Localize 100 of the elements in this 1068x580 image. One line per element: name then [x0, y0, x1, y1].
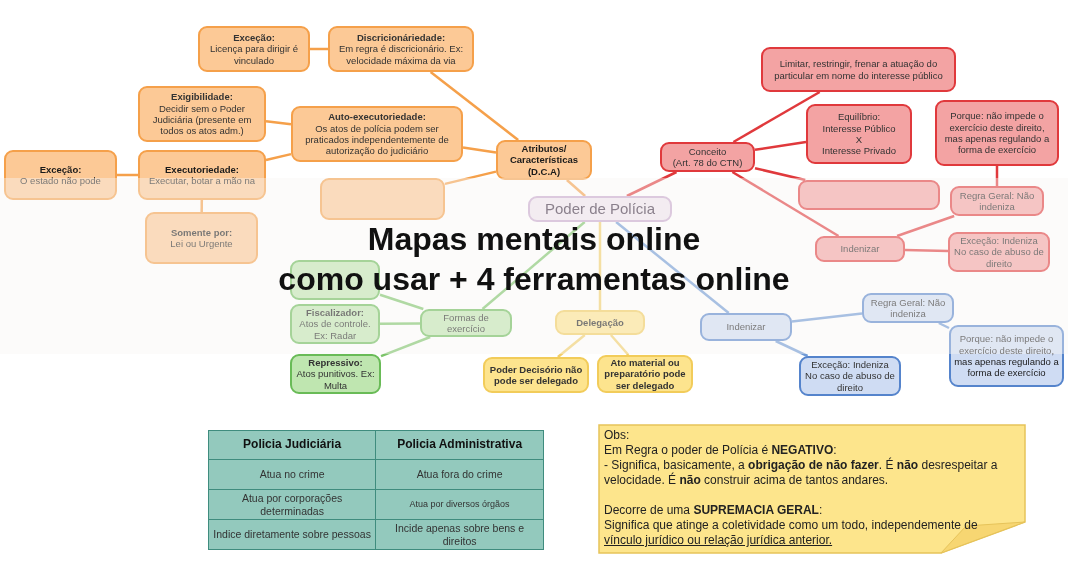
node-heading: Repressivo: — [308, 356, 363, 369]
node-heading: Auto-executoriedade: — [328, 111, 426, 123]
node-heading: Discricionáriedade: — [356, 31, 446, 44]
note-text: Obs: — [604, 428, 630, 443]
node-text: Os atos de polícia podem ser praticados independentemente de autorização do judiciário — [304, 122, 450, 157]
connector-line — [754, 140, 807, 152]
connector-line — [380, 335, 431, 358]
node-text: Regra Geral: Não indeniza — [869, 296, 947, 320]
table-cell: Atua fora do crime — [375, 459, 544, 490]
mind-map-node — [145, 212, 258, 264]
connector-line — [265, 152, 292, 162]
table-header-cell: Policia Administrativa — [375, 430, 544, 460]
empty-box — [798, 180, 940, 210]
table-cell: Atua por diversos órgãos — [375, 489, 544, 520]
node-text: Poder Decisório não pode ser delegado — [488, 363, 584, 387]
mind-map-node — [935, 100, 1059, 166]
connector-line — [731, 170, 840, 238]
mind-map-node — [4, 150, 117, 200]
banner-subtitle: como usar + 4 ferramentas online — [278, 262, 790, 296]
mind-map-node — [806, 104, 912, 164]
note-text: - Significa, basicamente, a obrigação de não fazer. É não desrespeitar a velocidade. É não construir acima de tantos andares. — [604, 458, 999, 488]
node-text: Lei ou Urgente — [170, 238, 233, 250]
node-text: Executar, botar a mão na — [148, 175, 256, 187]
mind-map-node — [660, 142, 755, 172]
table-header-cell: Policia Judiciária — [208, 430, 376, 460]
node-text: (Art. 78 do CTN) — [672, 157, 743, 169]
connector-line — [609, 334, 630, 356]
node-text: Regra Geral: Não indeniza — [958, 189, 1036, 213]
mind-map-node — [483, 357, 589, 393]
node-text: Atributos/ Características (D.C.A) — [508, 142, 580, 178]
node-heading: Fiscalizador: — [305, 306, 365, 319]
node-text: Indenizar — [726, 321, 766, 333]
mind-map-node — [198, 26, 310, 72]
node-text: Delegação — [576, 316, 624, 329]
node-text: Ato material ou preparatório pode ser delegado — [603, 356, 687, 392]
table-cell: Atua no crime — [208, 459, 376, 490]
connector-line — [380, 322, 420, 325]
node-heading: Exigibilidade: — [171, 91, 233, 103]
node-text: Atos punitivos. Ex: Multa — [295, 368, 376, 392]
node-heading: Exceção: — [233, 31, 275, 44]
mind-map-node — [700, 313, 792, 341]
mind-map-node — [290, 304, 380, 344]
empty-box — [320, 178, 445, 220]
node-text: Porque: não impede o exercício deste direito, mas apenas regulando a forma de exercício — [943, 110, 1051, 156]
connector-line — [938, 321, 950, 330]
node-text: X — [855, 134, 863, 146]
table-cell: Incide apenas sobre bens e direitos — [375, 519, 544, 550]
node-text: Interesse Público — [822, 122, 896, 134]
connector-line — [598, 222, 602, 310]
node-text: Formas de exercício — [442, 311, 490, 335]
connector-line — [481, 221, 586, 310]
mind-map-node — [291, 106, 463, 162]
node-text: Decidir sem o Poder Judiciária (presente em todos os atos adm.) — [151, 102, 253, 137]
node-text: Em regra é discricionário. Ex: velocidade máxima da via — [337, 43, 465, 67]
connector-line — [732, 90, 821, 144]
node-text: O estado não pode — [20, 175, 101, 187]
note-text: Em Regra o poder de Polícia é NEGATIVO: — [604, 443, 837, 458]
node-text: Atos de controle. Ex: Radar — [298, 318, 372, 342]
mind-map-node — [138, 150, 266, 200]
node-heading: Exceção: — [39, 163, 82, 175]
mind-map-node — [555, 310, 645, 335]
node-text: Indenizar — [840, 243, 880, 255]
node-text: Interesse Privado — [822, 145, 896, 157]
node-heading: Somente por: — [170, 226, 233, 238]
connector-line — [462, 146, 497, 154]
connector-line — [566, 179, 586, 197]
note-text: Decorre de uma SUPREMACIA GERAL: — [604, 503, 823, 518]
node-text: Licença para dirigir é vinculado — [208, 43, 300, 67]
connector-line — [995, 166, 999, 186]
node-text: Limitar, restringir, frenar a atuação do particular em nome do interesse público — [773, 58, 944, 81]
connector-line — [626, 170, 678, 198]
mind-map-node — [138, 86, 266, 142]
node-text: Equilíbrio: — [837, 111, 881, 123]
connector-line — [775, 339, 809, 358]
connector-line — [896, 214, 955, 238]
connector-line — [200, 200, 204, 212]
connector-line — [444, 170, 497, 186]
mind-map-node — [420, 309, 512, 337]
mind-map-node — [597, 355, 693, 393]
node-text: Porque: não impede o exercício deste direito, mas apenas regulando a forma de exercício — [954, 333, 1059, 379]
mind-map-node — [949, 325, 1064, 387]
connector-line — [904, 248, 949, 253]
connector-line — [615, 221, 730, 314]
table-cell: Indice diretamente sobre pessoas — [208, 519, 376, 550]
sticky-note — [598, 424, 1026, 554]
mind-map-node — [815, 236, 905, 262]
central-topic-box — [528, 196, 672, 222]
mind-map-node — [328, 26, 474, 72]
connector-line — [117, 173, 138, 177]
connector-line — [379, 293, 424, 311]
mind-map-node — [950, 186, 1044, 216]
mind-map-node — [761, 47, 956, 92]
connector-line — [265, 120, 292, 126]
mind-map-node — [290, 354, 381, 394]
node-text: Exceção: Indeniza No caso de abuso de direito — [953, 234, 1045, 270]
node-text: Poder de Polícia — [544, 200, 656, 218]
node-text: Exceção: Indeniza No caso de abuso de direito — [804, 358, 896, 394]
banner-title: Mapas mentais online — [367, 222, 701, 256]
connector-line — [310, 47, 328, 51]
connector-line — [557, 334, 586, 358]
